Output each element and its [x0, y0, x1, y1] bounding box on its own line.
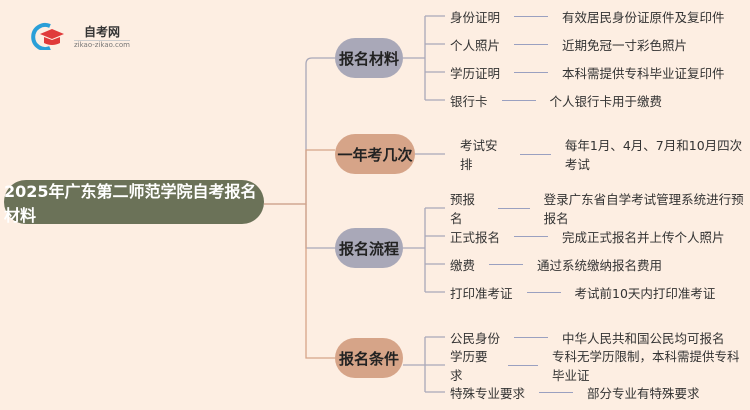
leaf-item: 身份证明有效居民身份证原件及复印件: [450, 9, 725, 25]
leaf-item: 公民身份中华人民共和国公民均可报名: [450, 330, 725, 346]
logo-url: zikao-zikao.com: [74, 40, 130, 49]
graduation-cap-icon: [30, 22, 64, 51]
logo-title: 自考网: [83, 25, 120, 39]
branch-conditions: 报名条件: [335, 338, 403, 378]
leaf-item: 打印准考证考试前10天内打印准考证: [450, 285, 716, 301]
leaf-item: 预报名登录广东省自学考试管理系统进行预报名: [450, 192, 744, 226]
leaf-item: 学历要求专科无学历限制，本科需提供专科毕业证: [450, 349, 740, 383]
leaf-item: 缴费通过系统缴纳报名费用: [450, 257, 663, 273]
leaf-item: 正式报名完成正式报名并上传个人照片: [450, 229, 725, 245]
leaf-item: 特殊专业要求部分专业有特殊要求: [450, 385, 700, 401]
root-node: 2025年广东第二师范学院自考报名材料: [4, 180, 264, 225]
leaf-item: 银行卡个人银行卡用于缴费: [450, 93, 663, 109]
leaf-item: 考试安排每年1月、4月、7月和10月四次考试: [460, 138, 743, 172]
branch-process: 报名流程: [335, 228, 403, 268]
leaf-item: 学历证明本科需提供专科毕业证复印件: [450, 65, 725, 81]
leaf-item: 个人照片近期免冠一寸彩色照片: [450, 37, 688, 53]
branch-materials: 报名材料: [335, 38, 403, 78]
branch-frequency: 一年考几次: [335, 134, 415, 174]
